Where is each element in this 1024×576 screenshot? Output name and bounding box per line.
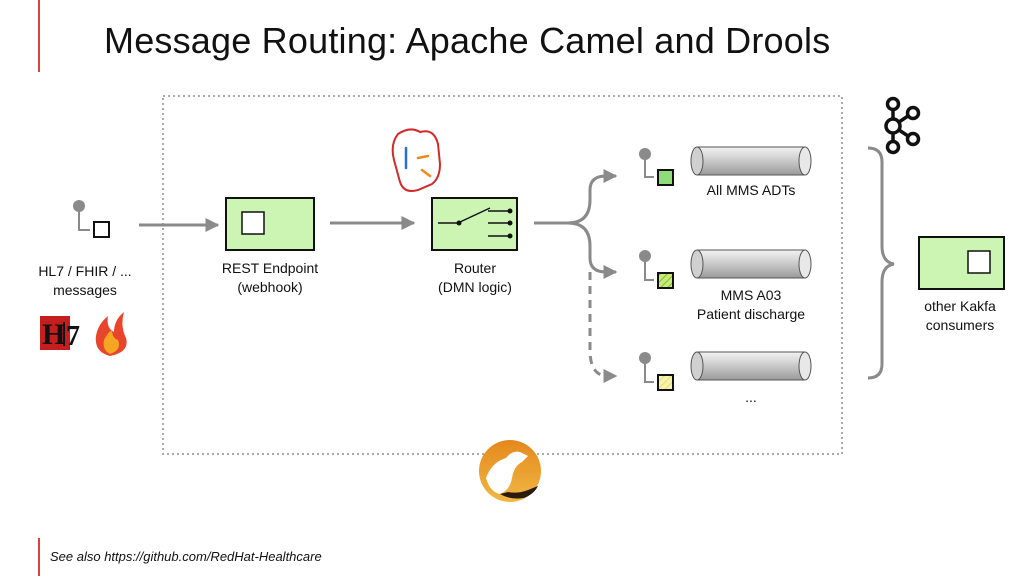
source-endpoint-icon xyxy=(73,200,110,238)
source-label: HL7 / FHIR / ... messages xyxy=(18,262,152,300)
accent-line-top xyxy=(38,0,40,72)
accent-line-bottom xyxy=(38,538,40,576)
kafka-logo xyxy=(884,96,921,155)
router-label: Router (DMN logic) xyxy=(405,259,545,297)
kafka-consumers-box xyxy=(918,236,1005,290)
topics-brace xyxy=(867,146,895,380)
topic-cylinder-other xyxy=(690,351,812,381)
consumers-label: other Kakfa consumers xyxy=(896,297,1024,335)
consumers-label-line2: consumers xyxy=(925,317,995,333)
router-label-line1: Router xyxy=(453,260,497,276)
footer-link-text: See also https://github.com/RedHat-Healt… xyxy=(50,549,322,564)
rest-endpoint-box xyxy=(225,197,315,251)
slide-title: Message Routing: Apache Camel and Drools xyxy=(104,20,831,61)
channel-icon-other xyxy=(639,352,674,391)
topic-cylinder-all-adts xyxy=(690,146,812,176)
channel-icon-a03 xyxy=(639,250,674,289)
rest-endpoint-label-line1: REST Endpoint xyxy=(221,260,319,276)
fhir-flame-logo xyxy=(95,312,127,356)
hl7-logo: H 7 xyxy=(40,316,84,350)
rest-endpoint-label-line2: (webhook) xyxy=(237,279,303,295)
consumers-label-line1: other Kakfa xyxy=(924,298,996,314)
source-label-line1: HL7 / FHIR / ... xyxy=(38,263,132,279)
topic-label-a03-line2: Patient discharge xyxy=(696,306,806,322)
source-label-line2: messages xyxy=(53,282,117,298)
topic-label-other: ... xyxy=(681,388,821,407)
drools-logo xyxy=(391,128,442,192)
router-label-line2: (DMN logic) xyxy=(438,279,512,295)
topic-label-other-line1: ... xyxy=(745,389,757,405)
topic-label-a03-line1: MMS A03 xyxy=(720,287,782,303)
topic-label-all-adts-line1: All MMS ADTs xyxy=(706,182,796,198)
topic-label-a03: MMS A03 Patient discharge xyxy=(681,286,821,324)
router-branches xyxy=(534,169,618,383)
camel-logo xyxy=(479,440,541,502)
svg-text:7: 7 xyxy=(66,321,80,350)
svg-text:H: H xyxy=(42,318,65,350)
channel-icon-all-adts xyxy=(639,148,674,186)
topic-label-all-adts: All MMS ADTs xyxy=(681,181,821,200)
rest-endpoint-label: REST Endpoint (webhook) xyxy=(200,259,340,297)
topic-cylinder-a03 xyxy=(690,249,812,279)
router-box xyxy=(431,197,518,251)
